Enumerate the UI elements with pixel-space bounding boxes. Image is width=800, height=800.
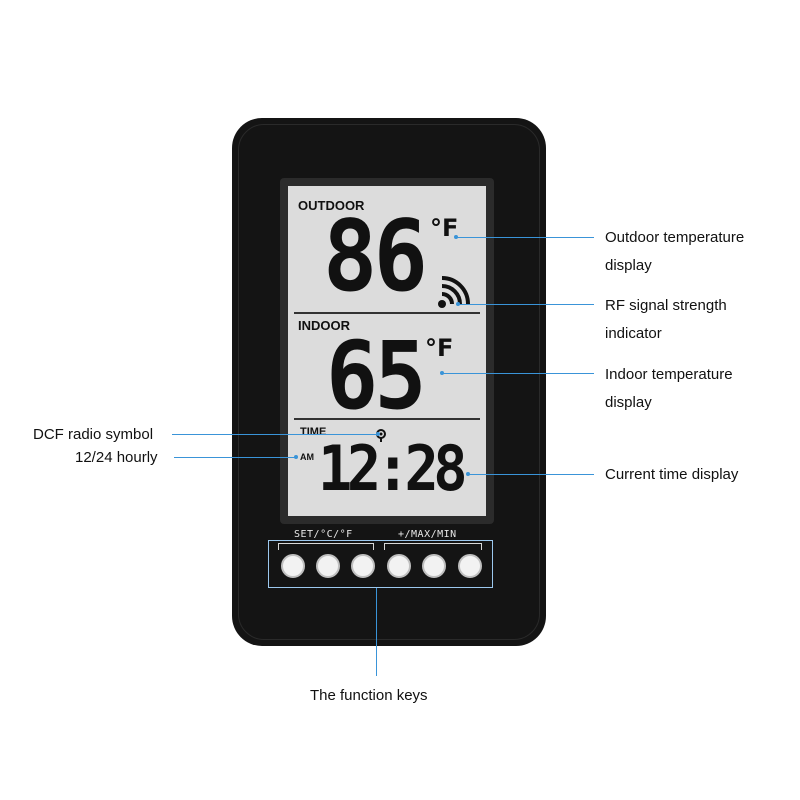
outdoor-callout-line2: display [605, 257, 652, 274]
time-label: TIME [300, 426, 327, 438]
indoor-temperature-value: 65 [326, 322, 426, 431]
function-key-3[interactable] [351, 554, 375, 578]
hourly-callout: 12/24 hourly [75, 449, 158, 466]
rf-signal-arc-2 [441, 284, 462, 305]
rf-signal-icon [438, 276, 470, 308]
lcd-divider-2 [294, 418, 480, 420]
indoor-callout-line [442, 373, 594, 374]
time-callout: Current time display [605, 466, 739, 483]
function-key-6[interactable] [458, 554, 482, 578]
time-value: 12:28 [318, 432, 468, 505]
function-keys-callout-line [376, 588, 377, 676]
rf-signal-arc-3 [441, 276, 470, 305]
indoor-label: INDOOR [298, 318, 350, 333]
indoor-unit: °F [425, 334, 454, 362]
function-keys-panel [268, 540, 493, 588]
time-callout-line [468, 474, 594, 475]
outdoor-temperature-value: 86 [323, 200, 428, 314]
indoor-callout-line1: Indoor temperature [605, 366, 733, 383]
outdoor-unit: °F [430, 214, 459, 242]
max-min-label: +/MAX/MIN [398, 529, 457, 540]
rf-callout: RF signal strength indicator [605, 292, 727, 348]
am-indicator: AM [300, 452, 314, 462]
max-min-group-bracket [384, 543, 482, 550]
hourly-callout-dot [294, 455, 298, 459]
outdoor-callout-line [456, 237, 594, 238]
hourly-callout-line [174, 457, 296, 458]
outdoor-callout-line1: Outdoor temperature [605, 229, 745, 246]
outdoor-callout: Outdoor temperature display [605, 224, 744, 280]
outdoor-label: OUTDOOR [298, 198, 365, 213]
rf-callout-line1: RF signal strength [605, 297, 727, 314]
lcd-screen [288, 186, 486, 516]
dcf-callout-line [172, 434, 378, 435]
rf-callout-line [458, 304, 594, 305]
function-key-2[interactable] [316, 554, 340, 578]
function-keys-callout: The function keys [310, 687, 428, 704]
indoor-callout: Indoor temperature display [605, 361, 733, 417]
dcf-callout: DCF radio symbol [33, 426, 154, 443]
function-key-4[interactable] [387, 554, 411, 578]
dcf-radio-stem [380, 437, 382, 442]
set-unit-label: SET/°C/°F [294, 529, 353, 540]
rf-signal-dot [438, 300, 446, 308]
indoor-callout-line2: display [605, 394, 652, 411]
function-key-5[interactable] [422, 554, 446, 578]
rf-signal-arc-1 [441, 292, 454, 305]
lcd-divider-1 [294, 312, 480, 314]
function-key-1[interactable] [281, 554, 305, 578]
dcf-radio-center [379, 432, 383, 436]
set-group-bracket [278, 543, 374, 550]
dcf-callout-dot [376, 432, 380, 436]
rf-callout-line2: indicator [605, 325, 662, 342]
